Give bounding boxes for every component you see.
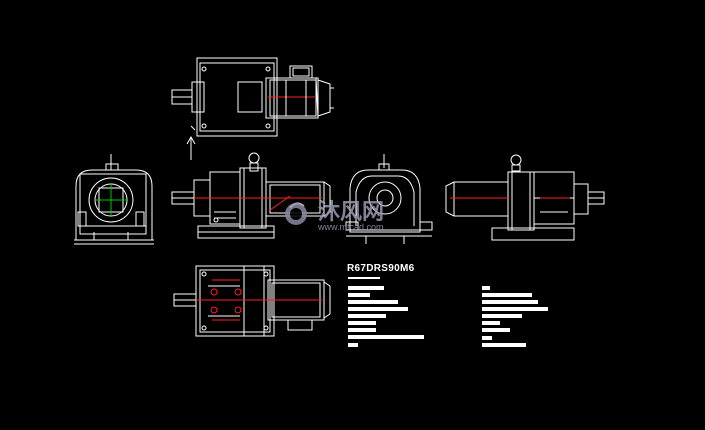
watermark-url: www.mfcad.com <box>317 222 384 232</box>
right-end-view <box>345 154 433 244</box>
spec-bars-left <box>348 286 424 347</box>
left-end-view <box>74 154 154 245</box>
front-view <box>171 152 331 239</box>
spec-bars-right <box>482 286 548 347</box>
rear-view <box>445 154 605 241</box>
top-view <box>171 57 334 137</box>
bottom-view <box>173 265 331 337</box>
watermark-logo-icon <box>285 202 307 225</box>
title-block: R67DRS90M6 <box>347 263 548 347</box>
model-label: R67DRS90M6 <box>347 263 415 274</box>
watermark: 沐风网 www.mfcad.com <box>285 200 384 232</box>
watermark-brand: 沐风网 <box>318 200 384 225</box>
view-arrow <box>186 125 196 160</box>
